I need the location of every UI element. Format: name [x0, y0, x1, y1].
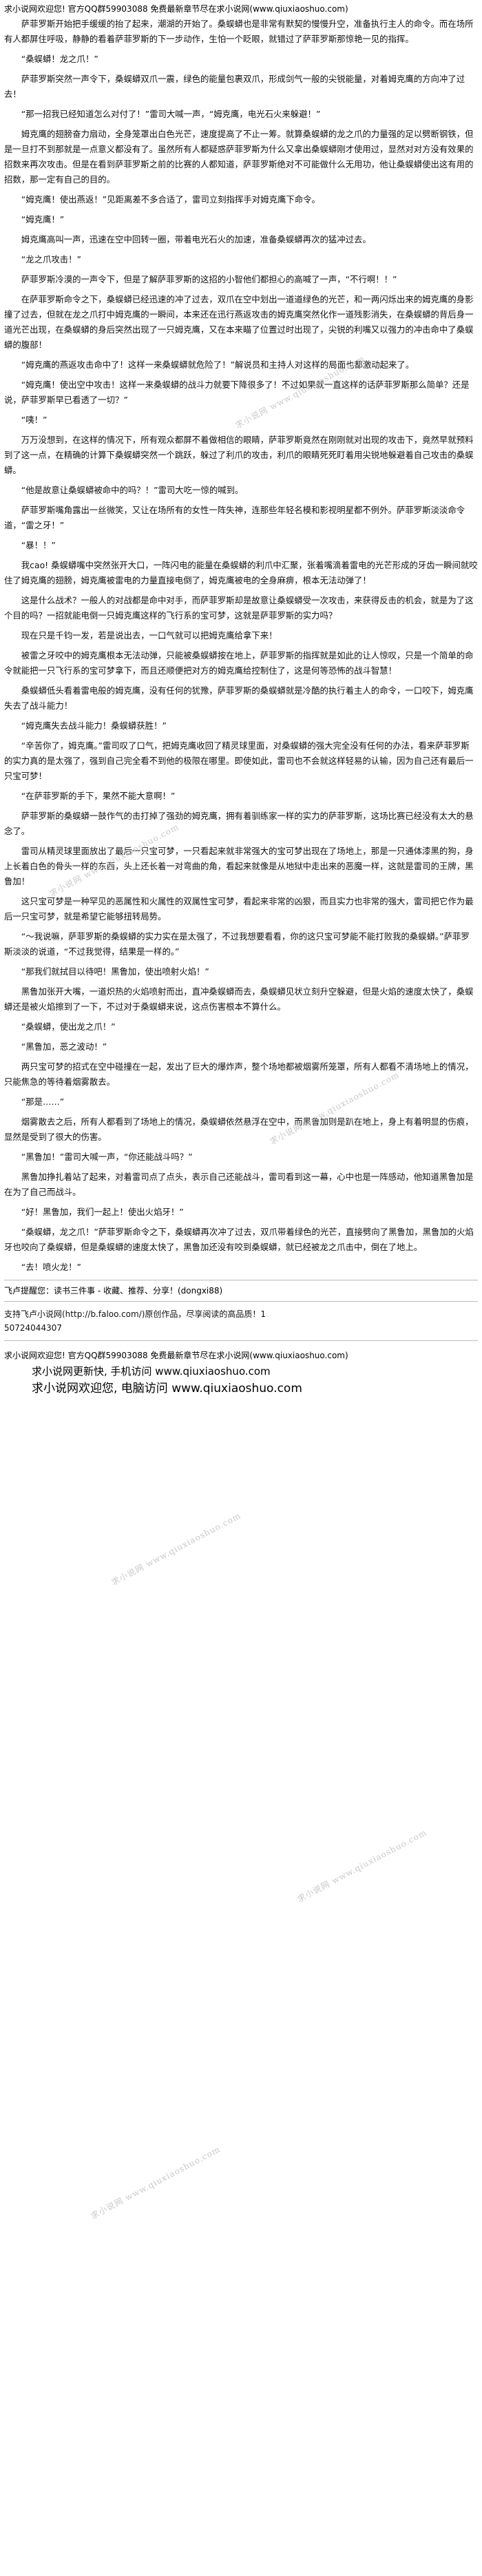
site-header-notice: 求小说网欢迎您! 官方QQ群59903088 免费最新章节尽在求小说网(www.…: [4, 4, 348, 14]
pc-access-link[interactable]: 求小说网欢迎您, 电脑访问 www.qiuxiaoshuo.com: [32, 1382, 302, 1395]
paragraph: 这只宝可梦是一种罕见的恶属性和火属性的双属性宝可梦，看起来非常的凶狠，而且实力也…: [4, 896, 474, 922]
paragraph: “去！喷火龙！”: [21, 1262, 81, 1272]
paragraph: 桑蜈蟒低头看着雷电般的姆克鹰，没有任何的犹豫，萨菲罗斯的桑蜈蟒就是冷酷的执行着主…: [4, 685, 474, 711]
paragraph: “那我们就拭目以待吧！黑鲁加，使出喷射火焰！”: [21, 966, 209, 977]
paragraph: “黑鲁加！”雷司大喊一声，“你还能战斗吗？”: [21, 1152, 193, 1162]
watermark: 求小说网 www.qiuxiaoshuo.com: [89, 2144, 222, 2221]
paragraph: “～我说嘛，萨菲罗斯的桑蜈蟒的实力实在是太强了，不过我想要看看，你的这只宝可梦能…: [4, 931, 470, 957]
paragraph: 萨菲罗斯嘴角露出一丝微笑，又让在场所有的女性一阵失神，连那些年轻名模和影视明星都…: [4, 505, 465, 530]
paragraph: 姆克鹰的翅膀奋力扇动，全身笼罩出白色光芒，速度提高了不止一筹。就算桑蜈蟒的龙之爪…: [4, 129, 474, 185]
paragraph: “姆克鹰的燕返攻击命中了！这样一来桑蜈蟒就危险了！”解说员和主持人对这样的局面也…: [21, 360, 415, 370]
paragraph: 万万没想到，在这样的情况下，所有观众都屏不着做相信的眼睛，萨菲罗斯竟然在刚刚就对…: [4, 435, 474, 475]
mobile-access-link[interactable]: 求小说网更新快, 手机访问 www.qiuxiaoshuo.com: [32, 1365, 271, 1378]
divider: [4, 1301, 478, 1302]
divider: [4, 1340, 478, 1341]
paragraph: “姆克鹰！”: [21, 214, 65, 225]
support-link[interactable]: 支持飞卢小说网(http://b.faloo.com/)原创作品，尽享阅读的高品…: [4, 1309, 266, 1319]
paragraph: 黑鲁加挣扎着站了起来，对着雷司点了点头，表示自己还能战斗，雷司看到这一幕，心中也…: [4, 1172, 474, 1197]
paragraph: 现在只是千钧一发，若是说出去，一口气就可以把姆克鹰给拿下来！: [21, 630, 277, 641]
paragraph: 雷司从精灵球里面放出了最后一只宝可梦，一只看起来就非常强大的宝可梦出现在了场地上…: [4, 846, 474, 886]
paragraph: “黑鲁加，恶之波动！”: [21, 1041, 107, 1052]
watermark: 求小说网 www.qiuxiaoshuo.com: [295, 1827, 429, 1904]
paragraph: 我cao! 桑蜈蟒嘴中突然张开大口，一阵闪电的能量在桑蜈蟒的利爪中汇聚，张着嘴滴…: [4, 560, 478, 585]
paragraph: “辛苦你了，姆克鹰。”雷司叹了口气，把姆克鹰收回了精灵球里面，对桑蜈蟒的强大完全…: [4, 740, 474, 781]
paragraph: 被雷之牙咬中的姆克鹰根本无法动弹，只能被桑蜈蟒按在地上，萨菲罗斯的指挥就是如此的…: [4, 650, 474, 676]
chapter-code: 50724044307: [4, 1323, 62, 1333]
paragraph: 在萨菲罗斯命令之下，桑蜈蟒已经迅速的冲了过去，双爪在空中划出一道道绿色的光芒，和…: [4, 294, 474, 350]
paragraph: “他是故意让桑蜈蟒被命中的吗？！”雷司大吃一惊的喊到。: [21, 485, 244, 495]
paragraph: “在萨菲罗斯的手下，果然不能大意啊！”: [21, 791, 176, 801]
paragraph: “那一招我已经知道怎么对付了！”雷司大喊一声，“姆克鹰，电光石火来躲避！”: [21, 109, 321, 119]
paragraph: 两只宝可梦的招式在空中碰撞在一起，发出了巨大的爆炸声，整个场地都被烟雾所笼罩，所…: [4, 1061, 474, 1087]
paragraph: “咦！”: [21, 415, 48, 425]
paragraph: 这是什么战术？一般人的对战都是命中对手，而萨菲罗斯却是故意让桑蜈蟒受一次攻击，来…: [4, 595, 474, 621]
paragraph: “桑蜈蟒，使出龙之爪！”: [21, 1021, 116, 1032]
reading-tip: 飞卢提醒您：读书三件事 - 收藏、推荐、分享！(dongxi88): [4, 1286, 223, 1296]
watermark: 求小说网 www.qiuxiaoshuo.com: [109, 1510, 243, 1588]
paragraph: 萨菲罗斯开始把手缓缓的抬了起来，潮湖的开始了。桑蜈蟒也是非常有默契的慢慢升空，准…: [4, 19, 474, 44]
paragraph: 姆克鹰高叫一声，迅速在空中回转一圈，带着电光石火的加速，准备桑蜈蟒再次的猛冲过去…: [21, 234, 371, 245]
paragraph: “桑蜈蟒！龙之爪！”: [21, 54, 98, 64]
paragraph: “那是……”: [21, 1097, 65, 1107]
paragraph: 萨菲罗斯冷漠的一声令下，但是了解萨菲罗斯的这招的小智他们都担心的高喊了一声，“不…: [21, 274, 397, 284]
paragraph: “暴！！”: [21, 540, 56, 550]
paragraph: 萨菲罗斯突然一声令下，桑蜈蟒双爪一震，绿色的能量包裹双爪，形成剑气一般的尖锐能量…: [4, 74, 465, 99]
paragraph: “姆克鹰！使出空中攻击！这样一来桑蜈蟒的战斗力就要下降很多了！不过如果就一直这样…: [4, 380, 470, 405]
paragraph: “姆克鹰失去战斗能力！桑蜈蟒获胜！”: [21, 720, 167, 731]
paragraph: “姆克鹰！使出燕返！”见距离差不多合适了，雷司立刻指挥手对姆克鹰下命令。: [21, 194, 320, 205]
paragraph: “好！黑鲁加，我们一起上！使出火焰牙！”: [21, 1207, 184, 1217]
footer-welcome: 求小说网欢迎您! 官方QQ群59903088 免费最新章节尽在求小说网(www.…: [4, 1351, 348, 1360]
paragraph: 萨菲罗斯的桑蜈蟒一鼓作气的击打掉了强劲的姆克鹰，拥有着驯练家一样的实力的萨菲罗斯…: [4, 811, 474, 836]
paragraph: 烟雾散去之后，所有人都看到了场地上的情况，桑蜈蟒依然悬浮在空中，而黑鲁加则是趴在…: [4, 1116, 474, 1142]
paragraph: 黑鲁加张开大嘴，一道炽热的火焰喷射而出，直冲桑蜈蟒而去，桑蜈蟒见状立刻升空躲避，…: [4, 986, 474, 1012]
paragraph: “龙之爪攻击！”: [21, 254, 81, 264]
chapter-body: 萨菲罗斯开始把手缓缓的抬了起来，潮湖的开始了。桑蜈蟒也是非常有默契的慢慢升空，准…: [0, 17, 482, 1275]
paragraph: “桑蜈蟒，龙之爪！”萨菲罗斯命令之下，桑蜈蟒再次冲了过去，双爪带着绿色的光芒，直…: [4, 1227, 474, 1252]
